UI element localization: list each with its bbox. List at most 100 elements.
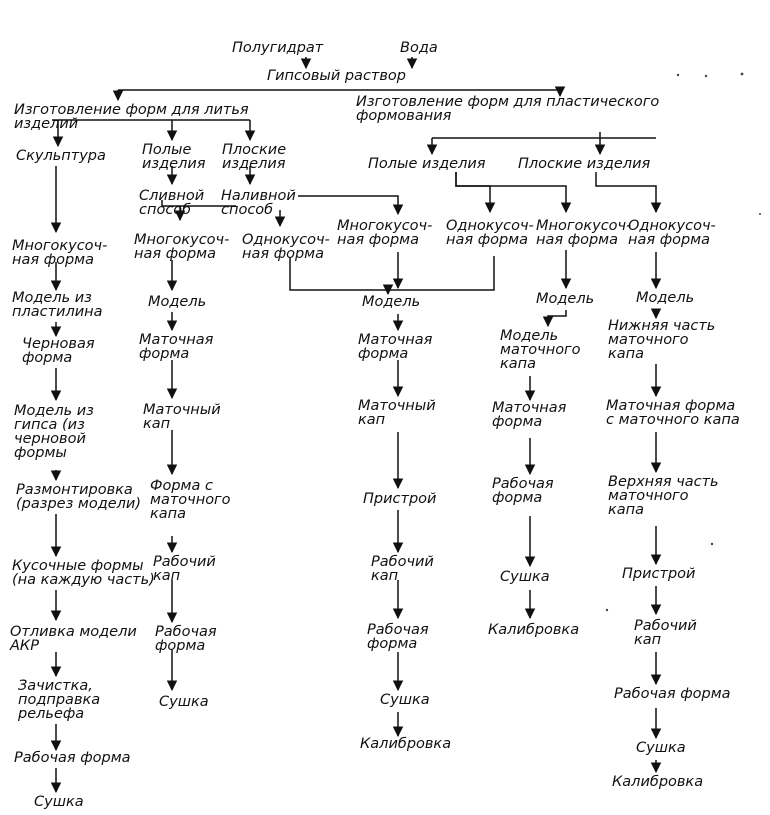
node-label-line: Полые [142,142,191,158]
node-label-line: пластилина [12,304,103,320]
node-label-line: способ [221,202,273,218]
node-label-line: Изготовление форм для пластического [356,94,659,110]
node-label-line: Полые изделия [368,156,486,172]
node-m-model: Модель [362,294,420,310]
node-label-line: кап [371,568,398,584]
node-label-line: Однокусоч- [628,218,716,234]
node-label-line: ная форма [628,232,710,248]
node-label-line: Рабочий [371,554,434,570]
node-label-line: Рабочий [634,618,697,634]
node-label-line: Сушка [380,692,430,708]
node-label-line: Нижняя часть [608,318,715,334]
node-r1-model: Модель [536,291,594,307]
node-label-line: ная форма [337,232,419,248]
node-label-line: Рабочая [492,476,554,492]
node-label-line: маточного [608,332,689,348]
node-label-line: Однокусоч- [446,218,534,234]
node-label-line: изделия [222,156,286,172]
node-label-line: АКР [9,638,39,654]
node-label-line: ная форма [536,232,618,248]
node-c6-mnogokus: Многокусоч-ная форма [536,218,631,248]
connector-arrow [455,172,496,214]
node-label-line: Полугидрат [232,40,324,56]
node-r1-sushka: Сушка [500,569,550,585]
node-label-line: Размонтировка [16,482,133,498]
node-c7-odnokus: Однокусоч-ная форма [628,218,716,248]
node-label-line: Рабочая [367,622,429,638]
node-n-gipsovyy-rastvor: Гипсовый раствор [267,68,406,84]
node-label-line: Калибровка [360,736,451,752]
node-label-line: подправка [18,692,100,708]
node-label-line: форма [358,346,408,362]
node-label-line: капа [500,356,536,372]
node-r2-kalibrovka: Калибровка [612,774,703,790]
node-r2-model: Модель [636,290,694,306]
node-label-line: форма [492,490,542,506]
node-label-line: Сливной [139,188,204,204]
node-label-line: ная форма [446,232,528,248]
node-c1-mnogokus: Многокусоч-ная форма [12,238,107,268]
node-label-line: маточного [608,488,689,504]
connector-line [388,256,495,291]
node-label-line: кап [634,632,661,648]
node-label-line: Вода [400,40,438,56]
node-label-line: Многокусоч- [536,218,631,234]
node-label-line: способ [139,202,191,218]
node-n-voda: Вода [400,40,438,56]
node-n-ploskie-pl: Плоские изделия [518,156,650,172]
node-label-line: форма [492,414,542,430]
node-label-line: Сушка [500,569,550,585]
connector-lines [50,57,662,794]
node-n-skulptura: Скульптура [16,148,106,164]
connector-line [161,200,236,207]
node-label-line: Плоские изделия [518,156,650,172]
node-label-line: изделия [142,156,206,172]
node-r1-kalibrovka: Калибровка [488,622,579,638]
node-label-line: Маточный [143,402,221,418]
node-label-line: гипса (из [14,417,85,433]
node-label-line: Модель из [14,403,94,419]
node-label-line: (на каждую часть) [12,572,155,588]
node-label-line: Зачистка, [18,678,93,694]
node-label-line: Маточная [139,332,214,348]
node-n-polye-pl: Полые изделия [368,156,486,172]
node-label-line: Изготовление форм для литья [14,102,249,118]
node-label-line: Маточный [358,398,436,414]
node-label-line: Плоские [222,142,286,158]
node-label-line: форма [155,638,205,654]
node-label-line: Калибровка [612,774,703,790]
scan-specks [605,72,761,612]
node-label-line: Рабочая форма [14,750,131,766]
node-label-line: ная форма [242,246,324,262]
node-n-polugidrat: Полугидрат [232,40,324,56]
connector-arrow [298,195,404,216]
node-label-line: Кусочные формы [12,558,144,574]
node-label-line: капа [150,506,186,522]
node-c2-sushka: Сушка [159,694,209,710]
node-label-line: маточного [500,342,581,358]
node-label-line: Модель [148,294,206,310]
